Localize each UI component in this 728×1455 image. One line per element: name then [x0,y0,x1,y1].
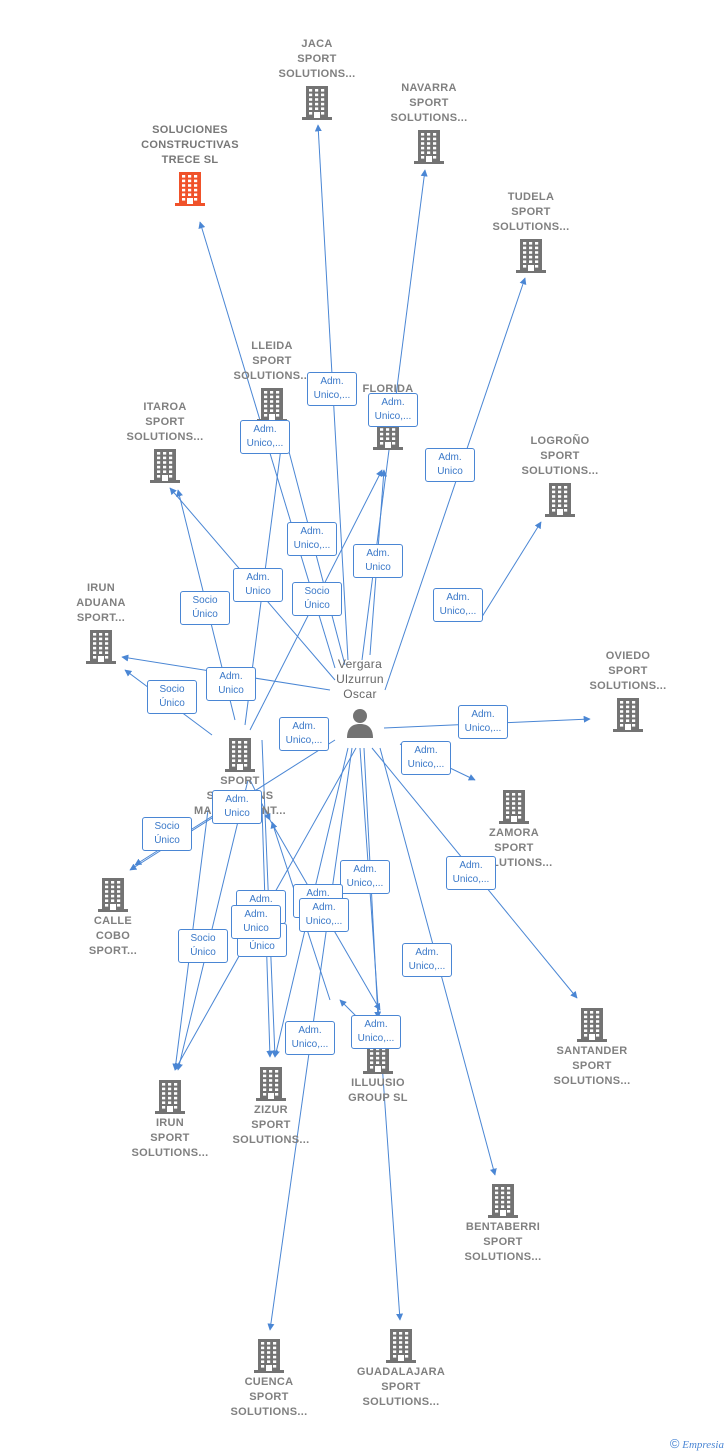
person-icon [347,709,373,738]
company-node-navarra[interactable]: NAVARRA SPORT SOLUTIONS... [364,81,494,164]
company-label: GUADALAJARA SPORT SOLUTIONS... [356,1366,446,1408]
company-node-bentaberri[interactable]: BENTABERRI SPORT SOLUTIONS... [438,1184,568,1265]
building-icon [150,449,180,483]
edge-role-label[interactable]: Adm. Unico,... [402,943,452,977]
center-person-name: Vergara Ulzurrun Oscar [336,657,384,701]
edge-role-label[interactable]: Adm. Unico,... [368,393,418,427]
company-node-oviedo[interactable]: OVIEDO SPORT SOLUTIONS... [563,649,693,732]
building-icon [516,239,546,273]
edge-role-label[interactable]: Adm. Unico,... [351,1015,401,1049]
company-node-itaroa[interactable]: ITAROA SPORT SOLUTIONS... [100,400,230,483]
company-label: ZIZUR SPORT SOLUTIONS... [232,1104,310,1146]
edge-role-label[interactable]: Socio Único [292,582,342,616]
company-label: CUENCA SPORT SOLUTIONS... [230,1376,308,1418]
company-node-logrono[interactable]: LOGROÑO SPORT SOLUTIONS... [495,434,625,517]
edge-role-label[interactable]: Adm. Unico,... [307,372,357,406]
edge-role-label[interactable]: Socio Único [180,591,230,625]
company-label: TUDELA SPORT SOLUTIONS... [492,191,570,233]
edge-role-label[interactable]: Adm. Unico,... [299,898,349,932]
building-icon [257,388,287,422]
company-node-irun[interactable]: IRUN SPORT SOLUTIONS... [105,1080,235,1161]
company-label: LOGROÑO SPORT SOLUTIONS... [521,435,599,477]
building-icon [414,130,444,164]
building-icon [225,738,255,772]
company-label: BENTABERRI SPORT SOLUTIONS... [464,1221,542,1263]
building-icon [175,172,205,206]
company-node-irunaduana[interactable]: IRUN ADUANA SPORT... [36,581,166,664]
building-icon [499,790,529,824]
edge-line [479,521,542,621]
building-icon [488,1184,518,1218]
edge-role-label[interactable]: Adm. Unico [231,905,281,939]
building-icon [302,86,332,120]
edge-role-label[interactable]: Adm. Unico [212,790,262,824]
company-label: SANTANDER SPORT SOLUTIONS... [553,1045,631,1087]
edge-role-label[interactable]: Adm. Unico,... [279,717,329,751]
company-label: CALLE COBO SPORT... [88,915,138,957]
company-node-lleida[interactable]: LLEIDA SPORT SOLUTIONS... [207,339,337,422]
edge-role-label[interactable]: Adm. Unico [206,667,256,701]
company-label: ITAROA SPORT SOLUTIONS... [126,401,204,443]
brand-name: Empresia [682,1439,724,1451]
edge-role-label[interactable]: Adm. Unico,... [401,741,451,775]
company-label: NAVARRA SPORT SOLUTIONS... [390,82,468,124]
building-icon [254,1339,284,1373]
company-node-zizur[interactable]: ZIZUR SPORT SOLUTIONS... [206,1067,336,1148]
company-node-jaca[interactable]: JACA SPORT SOLUTIONS... [252,37,382,120]
building-icon [256,1067,286,1101]
building-icon [98,878,128,912]
edge-role-label[interactable]: Socio Único [147,680,197,714]
company-node-soluciones[interactable]: SOLUCIONES CONSTRUCTIVAS TRECE SL [125,123,255,206]
edge-role-label[interactable]: Adm. Unico [233,568,283,602]
building-icon [577,1008,607,1042]
center-person[interactable]: Vergara Ulzurrun Oscar [315,657,405,738]
company-label: IRUN ADUANA SPORT... [76,582,126,624]
company-node-santander[interactable]: SANTANDER SPORT SOLUTIONS... [527,1008,657,1089]
company-node-cuenca[interactable]: CUENCA SPORT SOLUTIONS... [204,1339,334,1420]
edge-role-label[interactable]: Adm. Unico [425,448,475,482]
edge-role-label[interactable]: Adm. Unico,... [446,856,496,890]
edge-role-label[interactable]: Adm. Unico,... [458,705,508,739]
building-icon [545,483,575,517]
company-node-callecobo[interactable]: CALLE COBO SPORT... [48,878,178,959]
edge-role-label[interactable]: Socio Único [142,817,192,851]
company-node-guadalajara[interactable]: GUADALAJARA SPORT SOLUTIONS... [336,1329,466,1410]
company-label: IRUN SPORT SOLUTIONS... [131,1117,209,1159]
company-label: SOLUCIONES CONSTRUCTIVAS TRECE SL [141,124,239,166]
company-label: JACA SPORT SOLUTIONS... [278,38,356,80]
company-label: OVIEDO SPORT SOLUTIONS... [589,650,667,692]
edge-role-label[interactable]: Adm. Unico,... [433,588,483,622]
copyright-icon: © [669,1436,680,1451]
company-node-tudela[interactable]: TUDELA SPORT SOLUTIONS... [466,190,596,273]
edge-line [176,779,249,1071]
edge-role-label[interactable]: Adm. Unico,... [240,420,290,454]
edge-role-label[interactable]: Adm. Unico,... [340,860,390,894]
footer-brand[interactable]: © Empresia [670,1436,724,1451]
edge-line [384,277,527,691]
edge-role-label[interactable]: Socio Único [178,929,228,963]
building-icon [155,1080,185,1114]
building-icon [86,630,116,664]
company-label: LLEIDA SPORT SOLUTIONS... [233,340,311,382]
building-icon [386,1329,416,1363]
edge-role-label[interactable]: Adm. Unico,... [285,1021,335,1055]
building-icon [613,698,643,732]
edge-role-label[interactable]: Adm. Unico [353,544,403,578]
company-label: ILLUUSIO GROUP SL [348,1077,408,1104]
edge-role-label[interactable]: Adm. Unico,... [287,522,337,556]
